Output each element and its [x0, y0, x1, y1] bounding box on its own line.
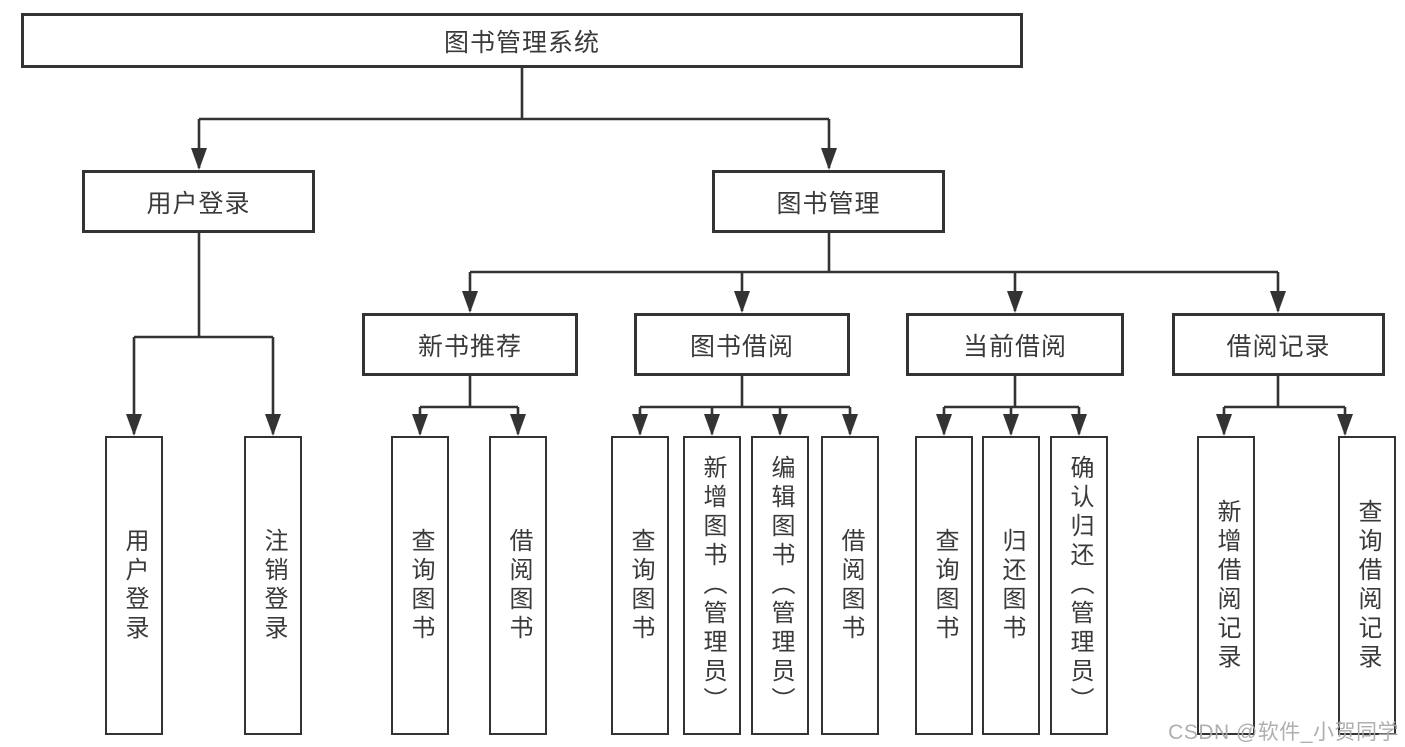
leaf-add-borrow-record-label: 新增借阅记录	[1213, 498, 1240, 673]
csdn-watermark: CSDN @软件_小贺同学	[1168, 721, 1399, 744]
arrowhead-icon	[412, 414, 428, 436]
node-current-borrowing-label: 当前借阅	[962, 332, 1067, 361]
node-user-login: 用户登录	[82, 170, 315, 233]
arrowhead-icon	[1071, 414, 1087, 436]
arrowhead-icon	[510, 414, 526, 436]
leaf-borrow-books-recommend-label: 借阅图书	[505, 527, 532, 644]
connector-newbook-to-leaves	[412, 376, 526, 436]
connector-borrow-to-leaves	[632, 376, 858, 436]
leaf-query-books-current-label: 查询图书	[931, 527, 958, 644]
leaf-confirm-return-admin: 确认归还（管理员）	[1050, 436, 1108, 735]
leaf-add-borrow-record: 新增借阅记录	[1197, 436, 1255, 735]
leaf-query-books-recommend: 查询图书	[391, 436, 449, 735]
arrowhead-icon	[704, 414, 720, 436]
leaf-edit-books-admin: 编辑图书（管理员）	[751, 436, 809, 735]
arrowhead-icon	[126, 414, 142, 436]
leaf-edit-books-admin-label: 编辑图书（管理员）	[767, 455, 794, 716]
leaf-borrow-books: 借阅图书	[821, 436, 879, 735]
node-borrowing-records-label: 借阅记录	[1226, 332, 1331, 361]
node-current-borrowing: 当前借阅	[906, 313, 1124, 376]
connector-current-to-leaves	[936, 376, 1087, 436]
connector-records-to-leaves	[1216, 376, 1353, 436]
node-new-book-recommend-label: 新书推荐	[417, 332, 522, 361]
arrowhead-icon	[1007, 291, 1023, 313]
node-book-borrowing-label: 图书借阅	[689, 332, 794, 361]
leaf-query-books-borrow-label: 查询图书	[627, 527, 654, 644]
node-new-book-recommend: 新书推荐	[362, 313, 578, 376]
node-book-management-label: 图书管理	[776, 189, 881, 218]
connector-root-to-level2	[191, 68, 837, 170]
connector-management-to-level3	[462, 233, 1286, 313]
leaf-user-login: 用户登录	[105, 436, 163, 735]
arrowhead-icon	[734, 291, 750, 313]
node-root: 图书管理系统	[21, 13, 1023, 68]
arrowhead-icon	[265, 414, 281, 436]
node-root-label: 图书管理系统	[443, 28, 600, 57]
node-borrowing-records: 借阅记录	[1172, 313, 1385, 376]
leaf-borrow-books-label: 借阅图书	[837, 527, 864, 644]
arrowhead-icon	[191, 148, 207, 170]
node-book-management: 图书管理	[712, 170, 945, 233]
arrowhead-icon	[936, 414, 952, 436]
node-book-borrowing: 图书借阅	[634, 313, 850, 376]
arrowhead-icon	[821, 148, 837, 170]
arrowhead-icon	[632, 414, 648, 436]
arrowhead-icon	[1003, 414, 1019, 436]
leaf-query-books-borrow: 查询图书	[611, 436, 669, 735]
leaf-add-books-admin: 新增图书（管理员）	[683, 436, 741, 735]
connector-login-to-leaves	[126, 233, 281, 436]
arrowhead-icon	[462, 291, 478, 313]
leaf-borrow-books-recommend: 借阅图书	[489, 436, 547, 735]
leaf-user-login-label: 用户登录	[121, 527, 148, 644]
leaf-query-borrow-record-label: 查询借阅记录	[1354, 498, 1381, 673]
leaf-query-books-recommend-label: 查询图书	[407, 527, 434, 644]
arrowhead-icon	[1216, 414, 1232, 436]
leaf-query-borrow-record: 查询借阅记录	[1338, 436, 1396, 735]
leaf-confirm-return-admin-label: 确认归还（管理员）	[1066, 455, 1093, 716]
arrowhead-icon	[1337, 414, 1353, 436]
arrowhead-icon	[842, 414, 858, 436]
node-user-login-label: 用户登录	[146, 189, 251, 218]
leaf-logout-label: 注销登录	[260, 527, 287, 644]
arrowhead-icon	[772, 414, 788, 436]
arrowhead-icon	[1270, 291, 1286, 313]
leaf-add-books-admin-label: 新增图书（管理员）	[699, 455, 726, 716]
leaf-query-books-current: 查询图书	[915, 436, 973, 735]
leaf-return-books-label: 归还图书	[998, 527, 1025, 644]
leaf-logout: 注销登录	[244, 436, 302, 735]
leaf-return-books: 归还图书	[982, 436, 1040, 735]
